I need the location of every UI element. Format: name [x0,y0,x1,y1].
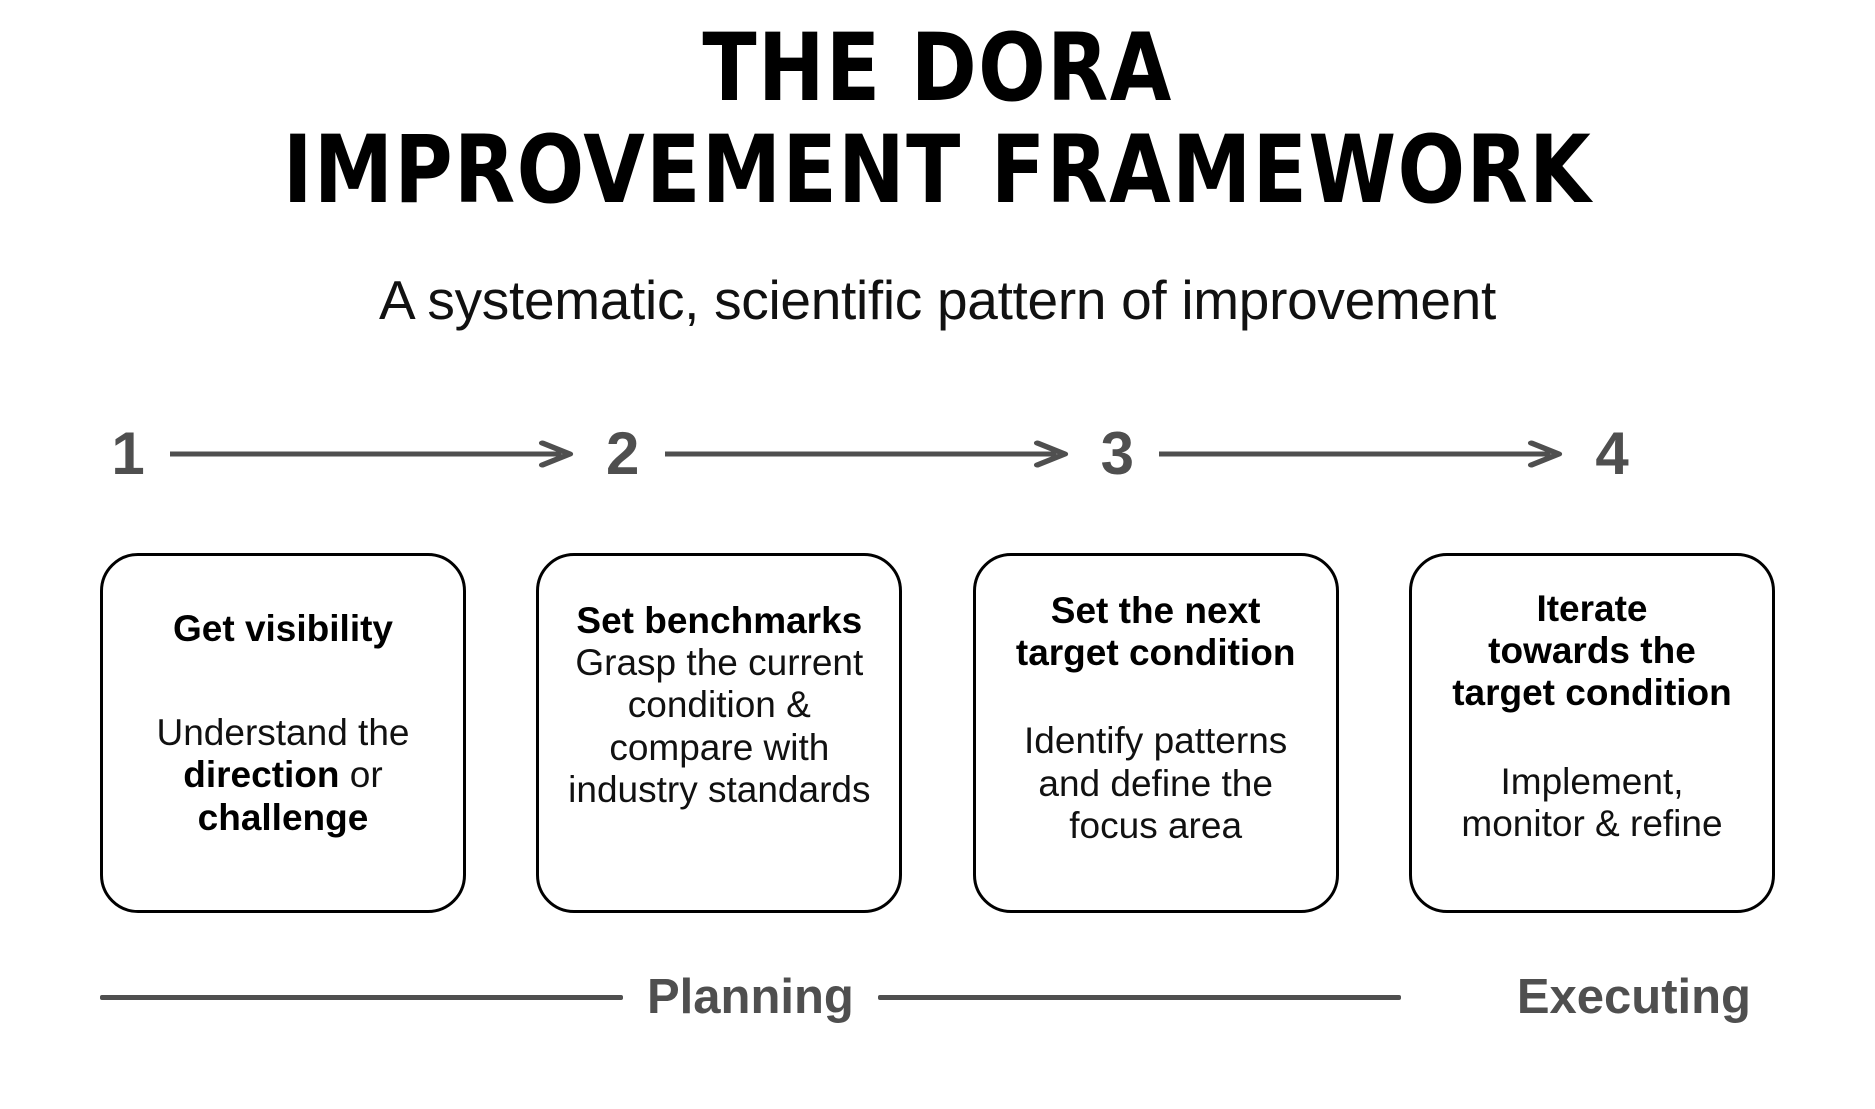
arrow-right-icon-2 [664,439,1076,469]
arrow-right-icon-3 [1159,439,1570,469]
card-4-heading-line-2: towards the [1488,630,1696,672]
card-1-body-bold-challenge: challenge [197,796,369,838]
phase-rule-right [877,994,1401,1000]
page-title: THE DORA IMPROVEMENT FRAMEWORK [0,18,1875,221]
step-card-1[interactable]: Get visibility Understand the direction … [100,553,466,913]
step-number-2: 2 [605,420,640,487]
title-line-1: THE DORA [702,14,1173,123]
card-4-heading-line-3: target condition [1452,672,1732,714]
card-2-heading: Set benchmarks [576,600,863,641]
step-sequence: 1 2 3 4 [100,418,1640,490]
step-number-1: 1 [111,420,145,487]
phase-row: Planning Executing [100,962,1775,1032]
step-card-list: Get visibility Understand the direction … [100,553,1775,913]
phase-rule-left [100,994,623,1000]
step-card-3[interactable]: Set the next target condition Identify p… [972,553,1339,913]
card-4-heading: Iterate towards the target condition [1452,588,1732,715]
step-number-3: 3 [1100,420,1135,487]
card-4-heading-line-1: Iterate [1536,588,1648,629]
card-1-heading: Get visibility [172,608,393,649]
card-3-heading-line-2: target condition [1015,632,1296,674]
card-3-heading: Set the next target condition [1016,590,1296,674]
page-subtitle: A systematic, scientific pattern of impr… [379,269,1496,331]
card-1-body: Understand the direction or challenge [156,712,409,839]
card-3-body: Identify patterns and define the focus a… [1024,720,1288,846]
title-line-2: IMPROVEMENT FRAMEWORK [282,115,1593,225]
phase-label-planning: Planning [646,970,854,1024]
card-2-body: Grasp the current condition & compare wi… [568,642,871,810]
arrow-right-icon-1 [170,439,581,469]
card-1-body-bold-direction: direction [183,754,340,796]
card-1-body-pre: Understand the [156,712,410,754]
card-3-heading-line-1: Set the next [1050,590,1261,631]
card-1-body-mid: or [339,754,383,796]
step-card-4[interactable]: Iterate towards the target condition Imp… [1408,553,1775,913]
step-card-2[interactable]: Set benchmarks Grasp the current conditi… [536,553,903,913]
phase-label-executing: Executing [1516,970,1751,1024]
step-number-4: 4 [1595,420,1629,487]
card-4-body: Implement, monitor & refine [1461,760,1723,844]
